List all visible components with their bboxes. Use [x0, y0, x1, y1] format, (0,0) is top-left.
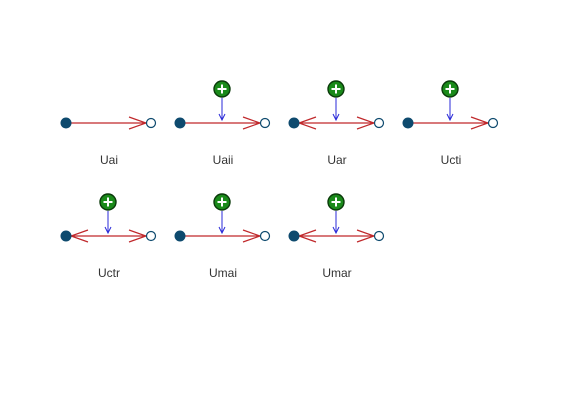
open-circle-icon — [259, 117, 271, 129]
diagram-graphic — [174, 80, 271, 130]
diagram-graphic — [60, 116, 157, 130]
down-arrow-icon — [332, 113, 340, 122]
filled-circle-icon — [288, 230, 300, 242]
diagram-graphic — [288, 80, 385, 130]
diagram-uctr[interactable]: Uctr — [57, 193, 161, 283]
diagram-uar[interactable]: Uar — [285, 80, 389, 170]
filled-circle-icon — [288, 117, 300, 129]
open-circle-icon — [373, 117, 385, 129]
filled-circle-icon — [174, 230, 186, 242]
diagram-umar[interactable]: Umar — [285, 193, 389, 283]
plus-circle-icon — [99, 193, 117, 211]
down-arrow-icon — [104, 226, 112, 235]
plus-circle-icon — [441, 80, 459, 98]
diagram-label: Umar — [322, 266, 352, 280]
plus-circle-icon — [213, 193, 231, 211]
open-circle-icon — [373, 230, 385, 242]
diagram-graphic — [60, 193, 157, 243]
filled-circle-icon — [60, 117, 72, 129]
filled-circle-icon — [402, 117, 414, 129]
diagram-label: Uar — [327, 153, 347, 167]
open-circle-icon — [259, 230, 271, 242]
down-arrow-icon — [218, 226, 226, 235]
filled-circle-icon — [174, 117, 186, 129]
diagram-umai[interactable]: Umai — [171, 193, 275, 283]
down-arrow-icon — [218, 113, 226, 122]
diagram-label: Uai — [99, 153, 118, 167]
diagram-label: Umai — [208, 266, 237, 280]
down-arrow-icon — [446, 113, 454, 122]
diagram-ucti[interactable]: Ucti — [399, 80, 503, 170]
open-circle-icon — [145, 117, 157, 129]
filled-circle-icon — [60, 230, 72, 242]
diagram-graphic — [402, 80, 499, 130]
diagram-uaii[interactable]: Uaii — [171, 80, 275, 170]
diagram-uai[interactable]: Uai — [57, 80, 161, 170]
open-circle-icon — [145, 230, 157, 242]
open-circle-icon — [487, 117, 499, 129]
down-arrow-icon — [332, 226, 340, 235]
diagram-graphic — [288, 193, 385, 243]
plus-circle-icon — [213, 80, 231, 98]
plus-circle-icon — [327, 193, 345, 211]
plus-circle-icon — [327, 80, 345, 98]
diagram-label: Uctr — [98, 266, 120, 280]
diagram-graphic — [174, 193, 271, 243]
diagram-label: Uaii — [212, 153, 234, 167]
diagram-label: Ucti — [440, 153, 462, 167]
